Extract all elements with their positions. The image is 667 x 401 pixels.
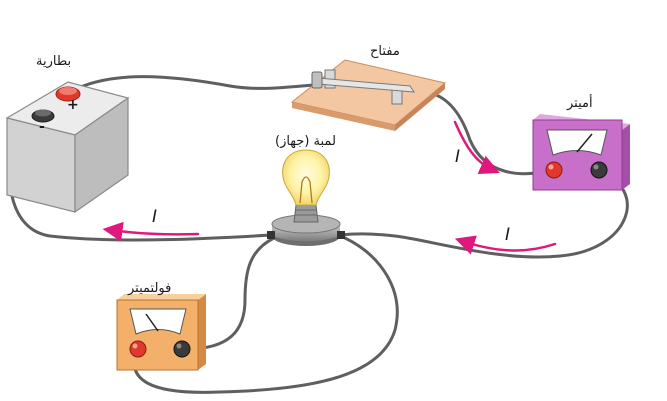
wire-ammeter-to-lamp (338, 168, 629, 259)
wire-voltmeter-red (132, 236, 399, 394)
ammeter-label: أميتر (566, 94, 593, 111)
battery-negative-highlight (35, 109, 51, 117)
wire-voltmeter-black (181, 236, 276, 351)
current-arrow-lamp-battery (102, 221, 200, 242)
ammeter-black-highlight (593, 164, 599, 170)
ammeter (532, 114, 630, 191)
switch-label: مفتاح (370, 44, 400, 59)
current-symbol-3: I (152, 207, 157, 227)
knife-switch (290, 59, 447, 131)
ammeter-red-terminal (545, 161, 563, 179)
voltmeter-top (117, 294, 206, 300)
ammeter-red-highlight (548, 164, 554, 170)
switch-base-side (395, 83, 445, 131)
ammeter-side (622, 124, 630, 190)
battery-negative-sign: - (39, 119, 45, 135)
lamp-socket (293, 204, 319, 223)
battery-positive-highlight (59, 87, 77, 95)
current-arrow-ammeter-lamp (454, 235, 557, 255)
switch-base-top (290, 59, 447, 126)
voltmeter-side (198, 294, 206, 370)
voltmeter-needle (145, 313, 159, 332)
voltmeter-red-highlight (132, 343, 138, 349)
lamp-left-terminal (267, 231, 275, 239)
current-arrows (102, 120, 557, 255)
battery-side (74, 96, 129, 214)
battery-label: بطارية (36, 54, 71, 69)
lamp-right-terminal (337, 231, 345, 239)
voltmeter-black-terminal (173, 340, 191, 358)
battery-positive-sign: + (67, 97, 79, 113)
lamp (267, 149, 345, 246)
voltmeter-dial (129, 308, 187, 335)
battery: + - (5, 81, 130, 214)
voltmeter-black-highlight (176, 343, 182, 349)
wire-battery-to-switch (68, 75, 332, 94)
ammeter-dial (546, 129, 608, 156)
ammeter-needle (576, 133, 593, 153)
switch-handle (311, 71, 323, 89)
voltmeter-red-terminal (129, 340, 147, 358)
voltmeter (116, 294, 206, 371)
current-symbol-2: I (505, 225, 510, 245)
current-symbol-1: I (455, 147, 460, 167)
switch-base-front (292, 102, 395, 131)
current-arrow-switch-ammeter (453, 120, 500, 175)
ammeter-black-terminal (590, 161, 608, 179)
lamp-filament (299, 176, 313, 204)
lamp-label: لمبة (جهاز) (275, 134, 336, 149)
voltmeter-label: فولتميتر (127, 281, 171, 296)
